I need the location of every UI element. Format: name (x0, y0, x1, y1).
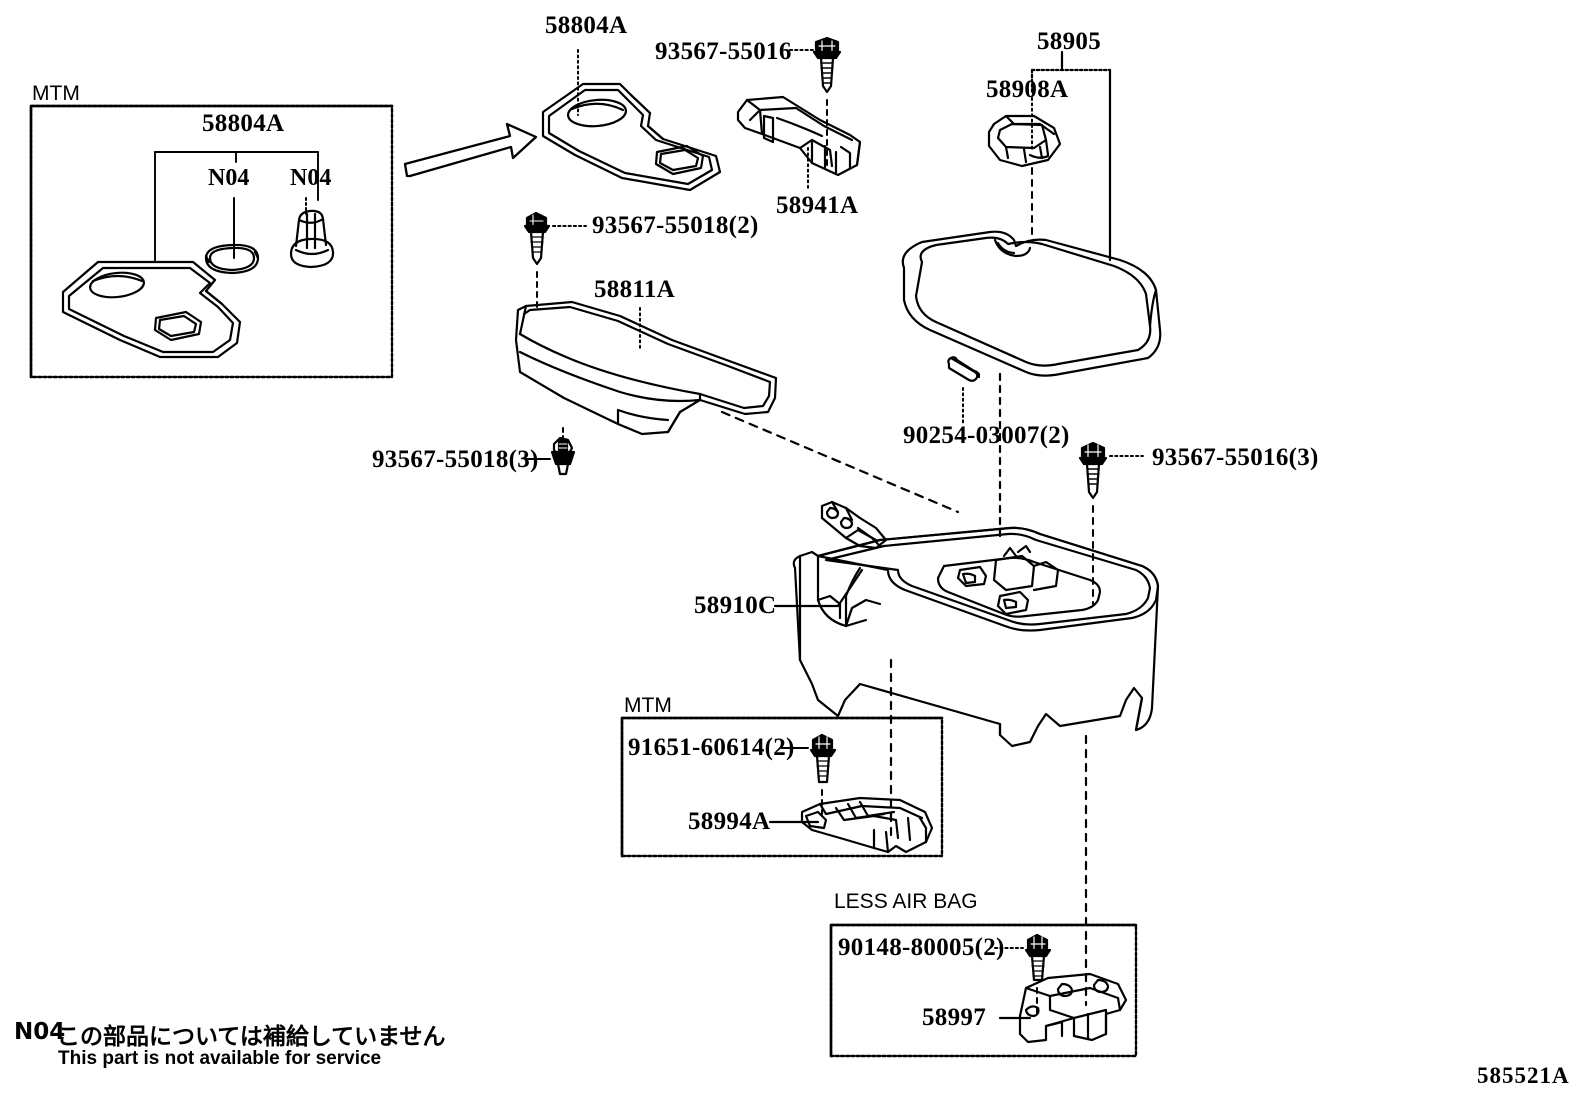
bolt-91651-60614-leader (781, 747, 823, 815)
label-58811a[interactable]: 58811A (594, 276, 675, 303)
screw-93567-55018-3-drawing (550, 436, 576, 476)
part-58905-bracket-line (1030, 50, 1112, 262)
label-91651-60614[interactable]: 91651-60614(2) (628, 734, 795, 761)
mtm-top-inset-border (29, 104, 394, 379)
trim-to-console-dashed (720, 410, 960, 514)
footnote-japanese: この部品については補給していません (57, 1024, 446, 1050)
screw-93567-55018-3-leader (524, 427, 564, 460)
label-58994a[interactable]: 58994A (688, 808, 771, 835)
screw-93567-55016-drawing (812, 36, 842, 94)
mtm-bottom-inset-border (620, 716, 944, 858)
pin-90254-03007-drawing (947, 356, 981, 382)
label-58941a[interactable]: 58941A (776, 192, 859, 219)
part-58910c-console-body (792, 526, 1160, 748)
label-93567-55016-3[interactable]: 93567-55016(3) (1152, 444, 1319, 471)
screw-93567-55016-leader (789, 49, 828, 167)
label-58910c[interactable]: 58910C (694, 592, 777, 619)
label-90254-03007[interactable]: 90254-03007(2) (903, 422, 1070, 449)
part-58908a-latch (987, 114, 1062, 168)
screw-93567-55018-2-drawing (523, 211, 551, 266)
part-58941a-clip (736, 95, 862, 177)
label-90148-80005[interactable]: 90148-80005(2) (838, 934, 1005, 961)
diagram-code: 585521A (1477, 1063, 1570, 1088)
label-n04-right: N04 (290, 165, 332, 191)
label-mtm-58804a[interactable]: 58804A (202, 110, 285, 137)
mtm-top-inset-title: MTM (32, 82, 80, 105)
bolt-91651-60614-drawing (809, 733, 837, 784)
part-58910c-leader (773, 568, 864, 608)
mtm-58804a-panel-drawing (61, 260, 242, 359)
part-58997-bracket (1018, 972, 1128, 1044)
mtm-n04-grommet-drawing (289, 209, 335, 269)
part-58811a-trim (514, 300, 778, 436)
label-58905[interactable]: 58905 (1037, 28, 1101, 55)
label-58804a[interactable]: 58804A (545, 12, 628, 39)
less-air-bag-inset-border (829, 923, 1138, 1058)
screw-93567-55016-3-leader (1092, 455, 1144, 605)
less-air-bag-inset-title: LESS AIR BAG (834, 890, 978, 913)
assembly-arrow (403, 122, 538, 178)
label-93567-55016[interactable]: 93567-55016 (655, 38, 792, 65)
label-n04-left: N04 (208, 165, 250, 191)
label-58997[interactable]: 58997 (922, 1004, 986, 1031)
screw-93567-55016-3-drawing (1078, 441, 1108, 500)
footnote-english: This part is not available for service (58, 1048, 382, 1069)
mtm-bottom-inset-title: MTM (624, 694, 672, 717)
label-93567-55018-2[interactable]: 93567-55018(2) (592, 212, 759, 239)
bolt-90148-80005-drawing (1024, 933, 1052, 982)
mtm-top-bracket-lines (154, 151, 319, 263)
footnote-mark: N04 (14, 1019, 66, 1045)
console-mounting-tab (820, 500, 888, 550)
part-58804a-panel (541, 82, 722, 192)
label-93567-55018-3[interactable]: 93567-55018(3) (372, 446, 539, 473)
part-58994a-bracket (800, 796, 934, 854)
mtm-n04-ring-drawing (204, 243, 260, 275)
label-58908a[interactable]: 58908A (986, 76, 1069, 103)
screw-93567-55018-2-leader (536, 225, 587, 309)
armrest-lid-drawing (901, 230, 1162, 377)
